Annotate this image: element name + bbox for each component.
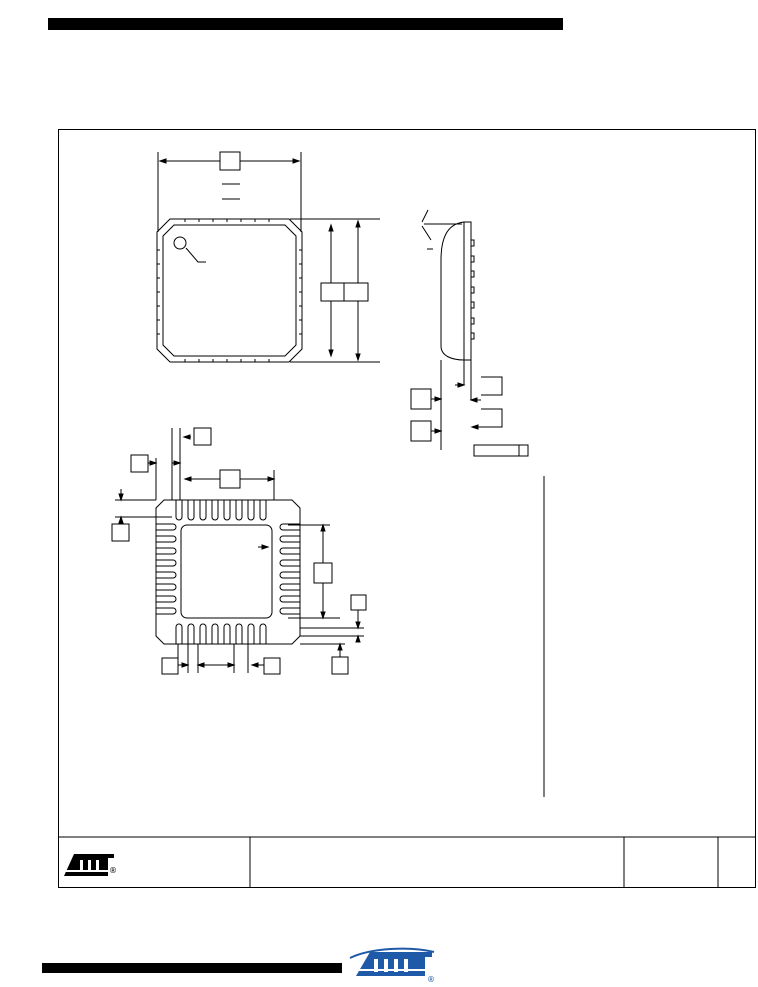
dim-box-top-width: [219, 151, 241, 171]
top-view: [156, 151, 380, 363]
dim-box-bottom-f: [331, 656, 349, 675]
footer-rule: [42, 963, 342, 973]
side-leads: [470, 239, 475, 340]
atmel-logo-small-icon: [64, 854, 114, 876]
small-logo-registered-mark: ®: [109, 866, 117, 875]
dim-box-side-a: [410, 388, 432, 410]
dim-box-bottom-e: [350, 594, 367, 611]
dim-box-side-b: [410, 420, 432, 442]
bottom-view: [111, 427, 367, 675]
dim-box-bottom-h: [263, 657, 281, 675]
side-view: [410, 209, 529, 457]
bottom-pads-right: [279, 523, 300, 615]
bottom-pads-left: [156, 523, 177, 615]
dim-box-bottom-a: [193, 427, 212, 446]
package-body-outer: [156, 218, 303, 363]
dim-box-bottom-d: [313, 562, 333, 584]
header-rule: [48, 18, 563, 30]
footer-logo-registered-mark: ®: [427, 975, 435, 984]
lead-foot-detail: [473, 444, 529, 457]
dim-box-bottom-b: [130, 454, 149, 473]
bottom-pads-top: [175, 500, 267, 521]
bottom-package-outline: [155, 499, 301, 645]
exposed-pad: [180, 524, 273, 619]
dim-box-bottom-g: [161, 657, 179, 675]
title-block: [58, 836, 756, 888]
dim-box-bottom-c: [111, 523, 130, 542]
lead-ticks: [157, 219, 302, 362]
bottom-pads-bottom: [175, 623, 267, 644]
side-body: [463, 221, 472, 361]
drawing-frame: [58, 129, 756, 888]
dim-box-bottom-width: [219, 469, 241, 489]
package-body-inner: [162, 224, 297, 357]
pin1-marker-icon: [173, 236, 187, 250]
